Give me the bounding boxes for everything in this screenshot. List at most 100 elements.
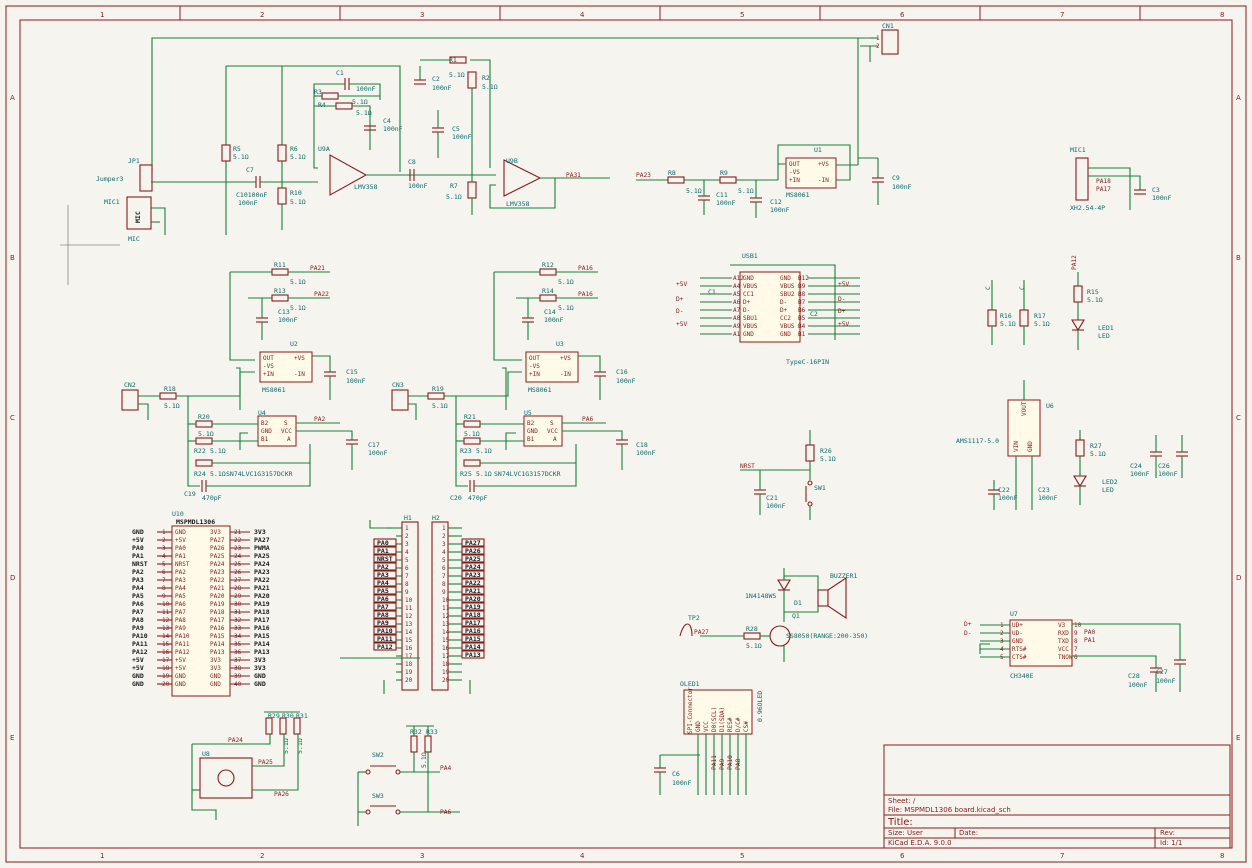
- u2-chip[interactable]: [259, 351, 313, 383]
- r17-symbol[interactable]: [1019, 309, 1029, 327]
- r30-symbol[interactable]: [279, 717, 287, 735]
- mic-con-symbol[interactable]: [1075, 157, 1089, 201]
- led2-symbol[interactable]: [1073, 475, 1087, 488]
- r31-ref: R31: [296, 712, 308, 720]
- u10-right-pin: 29: [234, 593, 242, 600]
- mic-symbol[interactable]: [126, 196, 152, 230]
- tp2-symbol[interactable]: [679, 623, 693, 637]
- r25-symbol[interactable]: [463, 459, 481, 467]
- r24-symbol[interactable]: [195, 459, 213, 467]
- oled1-display[interactable]: [683, 689, 753, 735]
- u7-chip[interactable]: [1009, 619, 1073, 667]
- r9-symbol[interactable]: [719, 176, 737, 184]
- r11-symbol[interactable]: [271, 268, 289, 276]
- ldo-section[interactable]: U6 AMS1117-5.0 VIN GND VOUT C22 100nF C2…: [956, 380, 1188, 510]
- channel2-section[interactable]: CN3 R19 5.1Ω R12 5.1Ω PA16 R14 5.1Ω PA16…: [391, 261, 656, 502]
- led-section[interactable]: C C R16 5.1Ω R17 5.1Ω PA12 R15 5.1Ω LED1…: [984, 255, 1118, 505]
- oled-pin-name: RES#: [727, 717, 734, 732]
- u7-value: CH340E: [1010, 672, 1034, 680]
- r28-symbol[interactable]: [743, 632, 761, 640]
- r22-symbol[interactable]: [195, 437, 213, 445]
- u10-module[interactable]: [171, 525, 231, 697]
- channel1-section[interactable]: CN2 R18 5.1Ω R11 5.1Ω PA21 R13 5.1Ω PA22…: [121, 261, 388, 502]
- buzzer-symbol[interactable]: [817, 589, 829, 607]
- r14-net: PA16: [578, 291, 593, 298]
- u5-switch[interactable]: [523, 415, 563, 447]
- keys-section[interactable]: SW2 SW3 PA4 PA6 R32 R33 5.1Ω: [357, 725, 460, 826]
- led1-ref: LED1: [1098, 324, 1114, 332]
- r19-symbol[interactable]: [427, 392, 445, 400]
- r20-symbol[interactable]: [195, 420, 213, 428]
- u4-switch[interactable]: [257, 415, 297, 447]
- u9b-opamp[interactable]: [503, 159, 542, 197]
- cn3-connector[interactable]: [391, 389, 409, 411]
- r32-symbol[interactable]: [410, 735, 418, 753]
- h2-header[interactable]: [431, 521, 449, 691]
- grid-col-bottom: 3: [420, 852, 424, 860]
- u10-left-net: NRST: [132, 560, 148, 568]
- r5-symbol[interactable]: [221, 144, 231, 162]
- headers-section[interactable]: H1 H2 123PA04PA15NRST6PA27PA38PA49PA510P…: [340, 514, 485, 694]
- r10-symbol[interactable]: [277, 187, 287, 205]
- h1-net-box: [373, 626, 397, 635]
- r29-symbol[interactable]: [265, 717, 273, 735]
- r4-ref: R4: [318, 101, 326, 109]
- r31-symbol[interactable]: [293, 717, 301, 735]
- c20-value: 470pF: [468, 494, 488, 502]
- cn2-connector[interactable]: [121, 389, 139, 411]
- u3-chip[interactable]: [525, 351, 579, 383]
- r14-symbol[interactable]: [539, 294, 557, 302]
- u10-left-inner: PA4: [175, 585, 186, 592]
- r26-symbol[interactable]: [805, 444, 815, 462]
- c13-value: 100nF: [278, 316, 298, 324]
- r18-symbol[interactable]: [159, 392, 177, 400]
- u1-chip[interactable]: [785, 157, 837, 189]
- r21-symbol[interactable]: [463, 420, 481, 428]
- u7-right-pinname: RXD: [1058, 630, 1069, 637]
- r27-symbol[interactable]: [1075, 439, 1085, 457]
- u9a-opamp[interactable]: [329, 154, 368, 196]
- mic-connector-section[interactable]: MIC1 XH2.54-4P PA18 PA17 C3 100nF: [1070, 146, 1172, 212]
- r10-ref: R10: [290, 189, 302, 197]
- h2-pin: 17: [442, 653, 450, 660]
- encoder-section[interactable]: U8 R29 R30 R31 5.1Ω 5.1Ω PA24 PA25 PA26: [191, 711, 308, 820]
- r22-value: 5.1Ω: [210, 447, 226, 455]
- buzzer-section[interactable]: D1 1N4148WS BUZZER1 Q1 SS8050(RANGE:200-…: [679, 568, 868, 662]
- h1-header[interactable]: [401, 521, 419, 691]
- grid-col-bottom: 7: [1060, 852, 1064, 860]
- u10-module-section[interactable]: U10 MSPMDL1306 GND1GND+5V2+5VPA03PA0PA14…: [132, 510, 270, 697]
- grid-row-left: E: [10, 734, 14, 742]
- r12-symbol[interactable]: [539, 268, 557, 276]
- r6-symbol[interactable]: [277, 144, 287, 162]
- r13-symbol[interactable]: [271, 294, 289, 302]
- reset-section[interactable]: NRST R26 5.1Ω C21 100nF SW1: [740, 430, 836, 520]
- r33-symbol[interactable]: [424, 735, 432, 753]
- cn1-connector[interactable]: [881, 29, 899, 55]
- r1-symbol[interactable]: [449, 56, 467, 64]
- r8-symbol[interactable]: [667, 176, 685, 184]
- c1-ref: C1: [336, 69, 344, 77]
- r23-symbol[interactable]: [463, 437, 481, 445]
- u3-pin-pvs: +VS: [560, 355, 571, 362]
- r3-symbol[interactable]: [321, 92, 339, 100]
- r16-symbol[interactable]: [987, 309, 997, 327]
- d1-diode[interactable]: [777, 579, 791, 592]
- mic-amplifier-section[interactable]: JP1 Jumper3 MIC MIC1 MIC C7 C10100nF 100…: [96, 22, 899, 243]
- filter-section[interactable]: PA23 R8 5.1Ω R9 5.1Ω C11 100nF C12 100nF…: [636, 144, 912, 218]
- r2-symbol[interactable]: [467, 71, 477, 89]
- r4-symbol[interactable]: [335, 102, 353, 110]
- r7-symbol[interactable]: [467, 181, 477, 199]
- jp1-symbol[interactable]: [139, 164, 153, 192]
- usb-right-pinname: VBUS: [780, 283, 795, 290]
- r15-symbol[interactable]: [1073, 285, 1083, 303]
- h2-pin: 1: [442, 525, 446, 532]
- u1-ref: U1: [814, 146, 822, 154]
- oled1-value: 0.96OLED: [756, 691, 764, 722]
- usb1-connector[interactable]: [739, 271, 801, 343]
- u10-right-net: PA14: [254, 640, 270, 648]
- led1-symbol[interactable]: [1071, 319, 1085, 332]
